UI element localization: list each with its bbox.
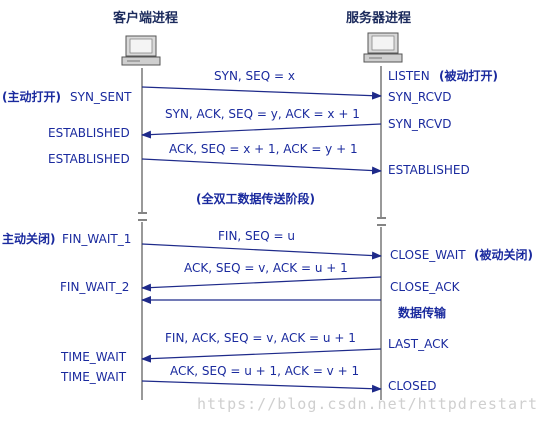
msg-ack-1: ACK, SEQ = v, ACK = u + 1 (184, 261, 348, 275)
server-state-syn-rcvd-2: SYN_RCVD (388, 117, 452, 131)
server-state-closed: CLOSED (388, 379, 437, 393)
client-state-fin-wait-1: FIN_WAIT_1 (62, 232, 131, 246)
arrow-syn-ack (141, 123, 382, 139)
msg-ack-2: ACK, SEQ = u + 1, ACK = v + 1 (170, 364, 359, 378)
client-state-established-1: ESTABLISHED (48, 126, 130, 140)
arrow-ack (141, 158, 382, 175)
server-title: 服务器进程 (346, 10, 411, 26)
client-state-fin-wait-2: FIN_WAIT_2 (60, 280, 129, 294)
arrow-ack-1 (141, 276, 382, 292)
client-state-syn-sent: SYN_SENT (70, 90, 132, 104)
full-duplex-phase-label: (全双工数据传送阶段) (196, 191, 315, 206)
msg-syn: SYN, SEQ = x (214, 69, 295, 83)
server-state-last-ack: LAST_ACK (388, 337, 449, 351)
server-state-syn-rcvd-1: SYN_RCVD (388, 90, 452, 104)
client-break-mark (138, 212, 147, 221)
data-transfer-label: 数据传输 (398, 305, 447, 320)
arrow-fin-1 (141, 243, 382, 260)
server-state-listen: LISTEN (388, 69, 430, 83)
arrow-syn (141, 86, 382, 100)
client-title: 客户端进程 (113, 10, 178, 26)
client-state-time-wait-2: TIME_WAIT (60, 370, 127, 384)
server-state-close-ack: CLOSE_ACK (390, 280, 461, 294)
msg-fin-1: FIN, SEQ = u (218, 229, 295, 243)
client-active-open-note: (主动打开) (2, 89, 61, 104)
client-computer-icon (121, 35, 161, 66)
server-passive-open-note: (被动打开) (439, 68, 498, 83)
server-passive-close-note: (被动关闭) (474, 247, 533, 262)
msg-syn-ack: SYN, ACK, SEQ = y, ACK = x + 1 (165, 107, 360, 121)
watermark: https://blog.csdn.net/httpdrestart (197, 395, 538, 413)
server-break-mark (377, 217, 386, 226)
server-state-close-wait: CLOSE_WAIT (390, 248, 466, 262)
server-computer-icon (363, 32, 403, 63)
server-state-established: ESTABLISHED (388, 163, 470, 177)
client-state-time-wait-1: TIME_WAIT (60, 350, 127, 364)
arrow-ack-2 (141, 380, 382, 393)
msg-ack: ACK, SEQ = x + 1, ACK = y + 1 (169, 142, 358, 156)
client-active-close-note: 主动关闭) (2, 231, 56, 246)
arrow-fin-2 (141, 348, 382, 363)
client-state-established-2: ESTABLISHED (48, 152, 130, 166)
msg-fin-2: FIN, ACK, SEQ = v, ACK = u + 1 (165, 331, 356, 345)
